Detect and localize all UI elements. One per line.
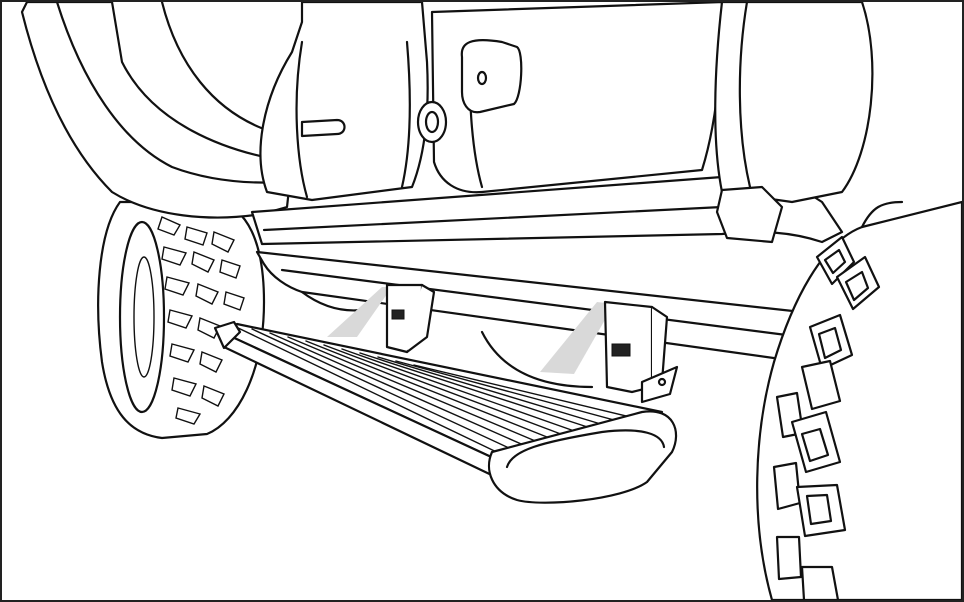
front-tire [756,200,962,600]
courtesy-light-beam-front [540,302,614,374]
rear-door-handle [300,118,346,138]
running-board-step [213,320,678,504]
rear-tire [97,200,266,440]
mounting-bracket-front [603,300,679,404]
front-door-handle [460,39,523,114]
step-rear-end-cap [213,320,242,350]
mounting-bracket-rear [385,283,436,354]
step-tread-grooves [233,325,648,458]
vehicle-body [20,2,874,246]
courtesy-light-beam-rear [327,287,392,337]
step-end-cap [487,410,678,504]
